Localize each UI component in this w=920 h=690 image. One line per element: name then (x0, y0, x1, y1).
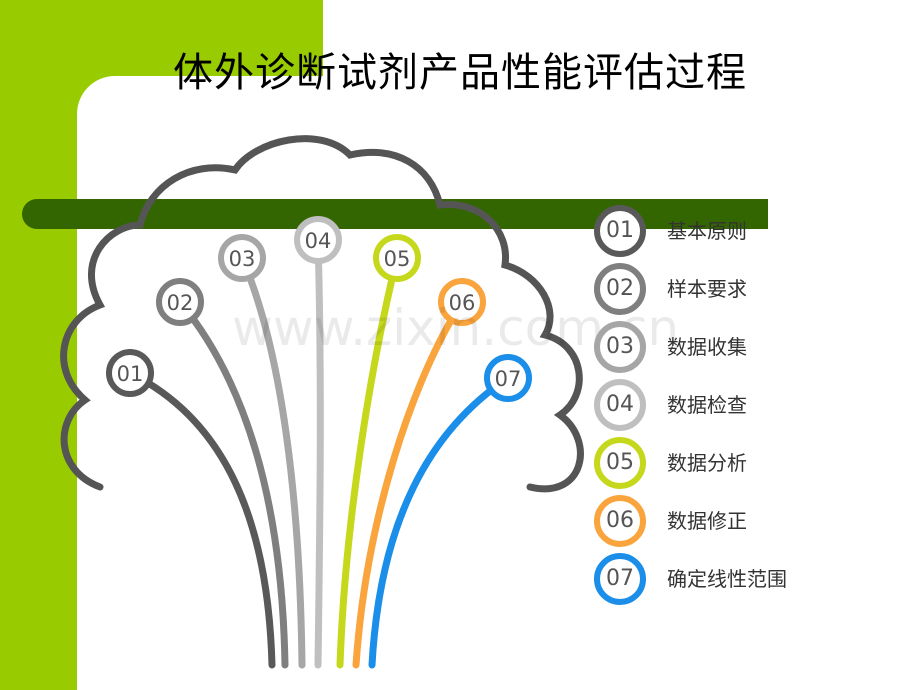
stem-03 (238, 254, 306, 669)
tree-node-number: 06 (449, 291, 476, 315)
tree-node-circle (373, 234, 421, 282)
tree-node-03: 03 (218, 234, 266, 282)
stem-02 (176, 298, 289, 669)
tree-node-circle (294, 216, 342, 264)
tree-node-number: 03 (229, 247, 256, 271)
legend-label: 数据修正 (667, 509, 747, 533)
tree-node-number: 01 (117, 362, 144, 386)
tree-node-number: 07 (495, 367, 522, 391)
legend-label: 数据检查 (667, 393, 747, 417)
tree-node-circle (218, 234, 266, 282)
legend-label: 样本要求 (667, 277, 747, 301)
tree-node-04: 04 (294, 216, 342, 264)
legend-number-badge: 02 (594, 263, 646, 315)
tree-node-number: 04 (305, 229, 332, 253)
tree-node-circle (106, 349, 154, 397)
tree-node-01: 01 (106, 349, 154, 397)
tree-node-07: 07 (484, 354, 532, 402)
legend-number-badge: 06 (594, 495, 646, 547)
tree-node-05: 05 (373, 234, 421, 282)
stem-01 (126, 369, 276, 669)
stem-05 (336, 254, 401, 669)
stem-06 (352, 298, 466, 669)
tree-node-02: 02 (156, 278, 204, 326)
cloud-outline (60, 135, 584, 493)
stem-07 (368, 374, 512, 669)
tree-node-number: 05 (384, 247, 411, 271)
tree-node-circle (156, 278, 204, 326)
legend-number-badge: 01 (594, 205, 646, 257)
page-title: 体外诊断试剂产品性能评估过程 (173, 50, 747, 96)
stem-04 (314, 236, 324, 669)
tree-node-circle (484, 354, 532, 402)
legend-number-badge: 07 (594, 553, 646, 605)
legend-label: 数据收集 (667, 335, 747, 359)
tree-node-06: 06 (438, 278, 486, 326)
legend-label: 数据分析 (667, 451, 747, 475)
legend-number-badge: 04 (594, 379, 646, 431)
legend-label: 基本原则 (667, 219, 747, 243)
tree-node-number: 02 (167, 291, 194, 315)
legend-label: 确定线性范围 (667, 567, 787, 591)
legend-number-badge: 05 (594, 437, 646, 489)
legend-number-badge: 03 (594, 321, 646, 373)
tree-node-circle (438, 278, 486, 326)
